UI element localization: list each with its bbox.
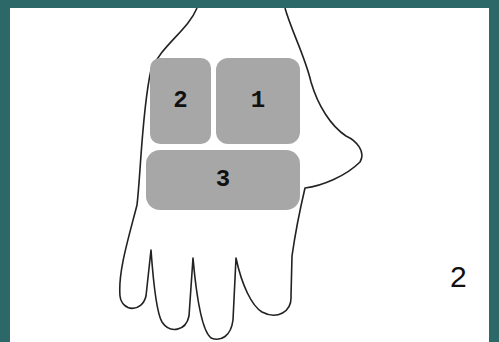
callout-number: 2 bbox=[173, 89, 187, 113]
region-fill bbox=[150, 58, 211, 144]
hand-region: 2 bbox=[150, 58, 211, 144]
callout-number: 1 bbox=[251, 89, 265, 113]
callout-number: 3 bbox=[216, 168, 230, 192]
region-fill bbox=[216, 58, 300, 144]
figure-number: 2 bbox=[450, 262, 467, 292]
hand-region: 3 bbox=[146, 150, 300, 210]
hand-outline bbox=[120, 8, 362, 339]
region-fill bbox=[146, 150, 300, 210]
hand-region: 1 bbox=[216, 58, 300, 144]
